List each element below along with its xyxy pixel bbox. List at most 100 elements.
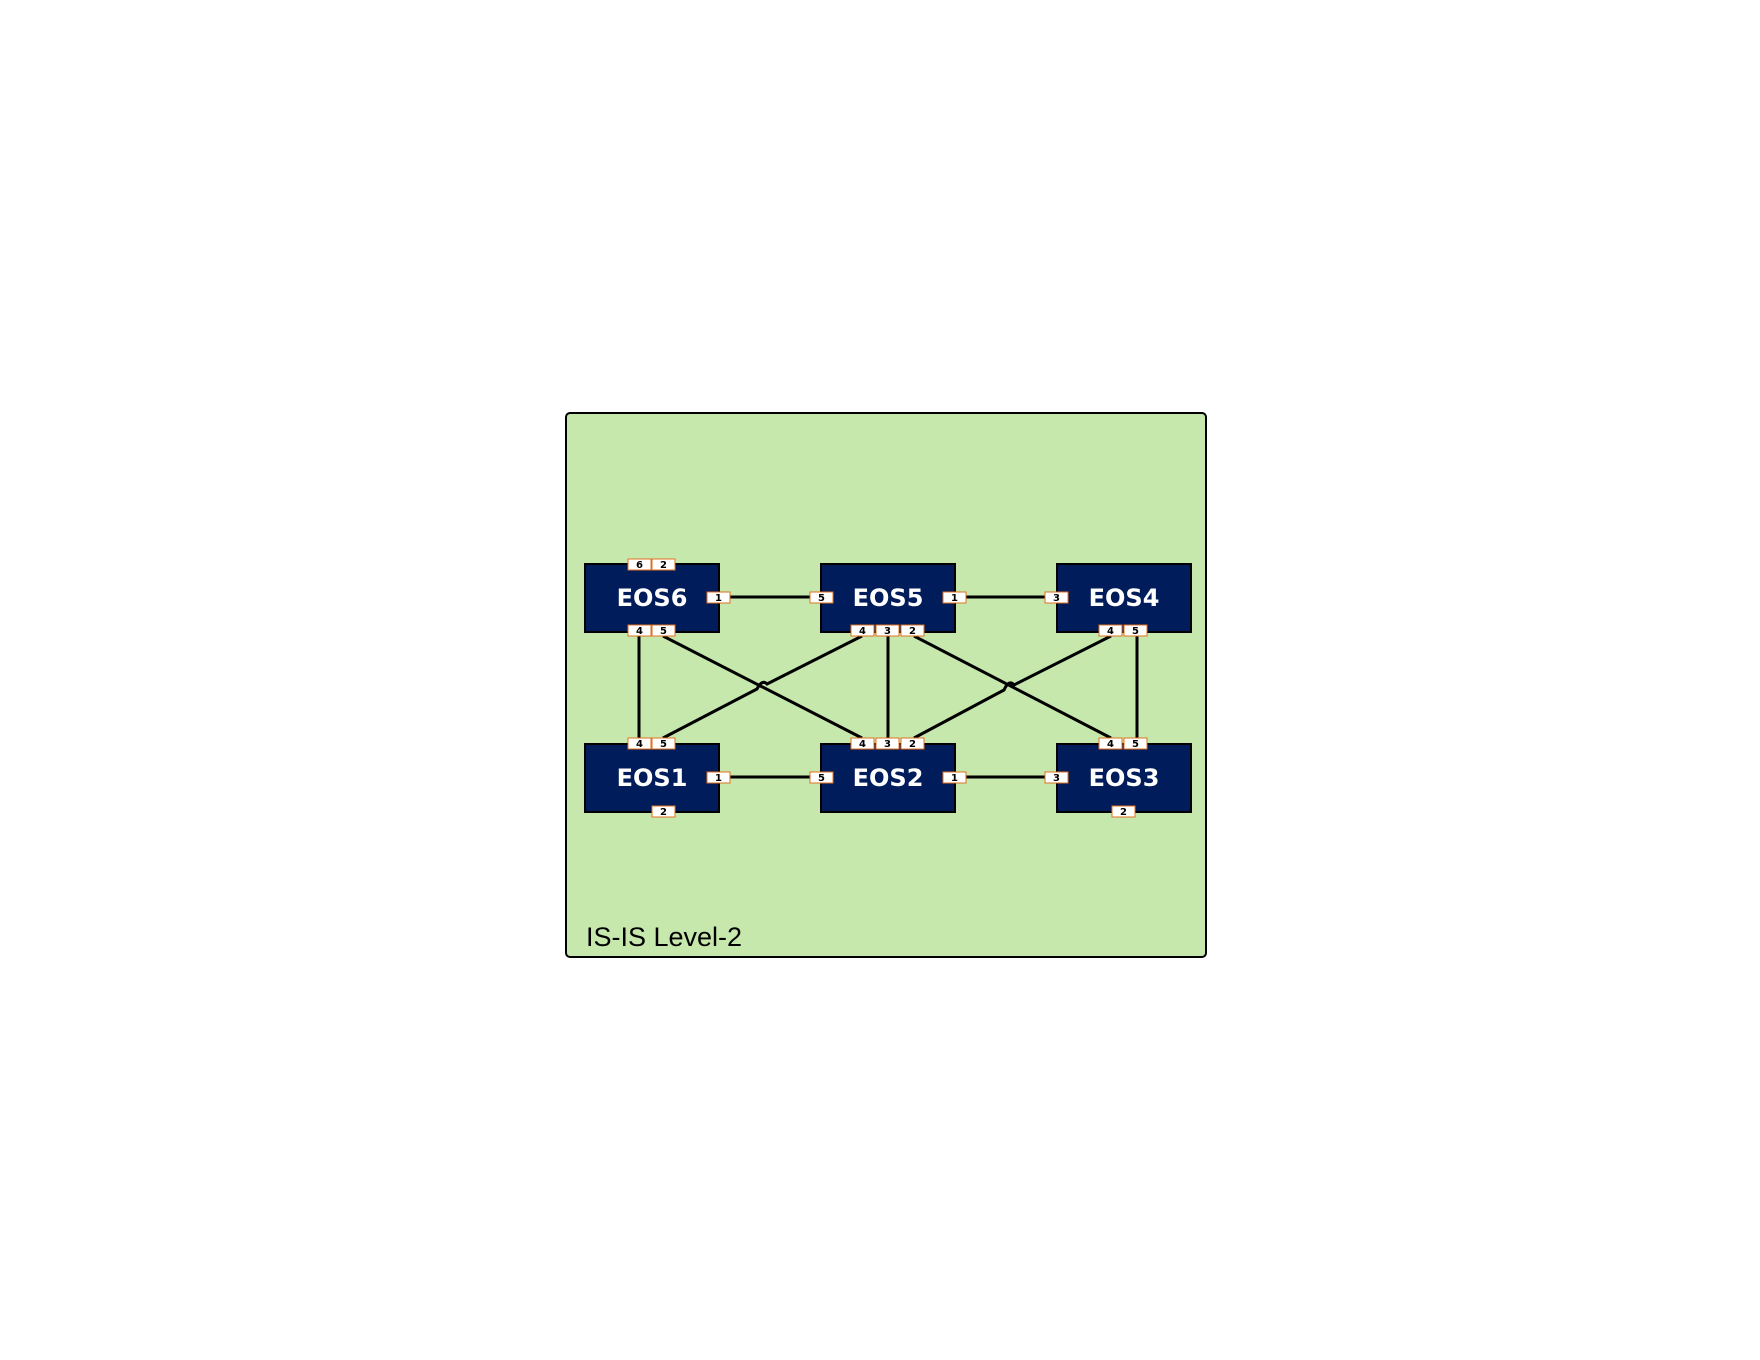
port-eos3-2-label: 2 xyxy=(1120,807,1127,818)
port-eos4-4-label: 4 xyxy=(1107,626,1114,637)
port-eos6-4-label: 4 xyxy=(636,626,643,637)
port-eos5-3-label: 3 xyxy=(884,626,891,637)
node-eos6-label: EOS6 xyxy=(617,584,688,612)
port-eos1-5: 5 xyxy=(651,737,676,750)
node-eos5[interactable]: EOS5 xyxy=(820,563,956,633)
port-eos4-4: 4 xyxy=(1098,624,1123,637)
node-eos4-label: EOS4 xyxy=(1089,584,1160,612)
port-eos1-2: 2 xyxy=(651,805,676,818)
port-eos5-3-box xyxy=(875,624,900,637)
port-eos4-5-box xyxy=(1123,624,1148,637)
port-eos6-4: 4 xyxy=(627,624,652,637)
port-eos5-4-box xyxy=(850,624,875,637)
port-eos2-4-label: 4 xyxy=(859,739,866,750)
port-eos6-6-box xyxy=(627,558,652,571)
port-eos2-3-label: 3 xyxy=(884,739,891,750)
port-eos2-3-box xyxy=(875,737,900,750)
port-eos3-4: 4 xyxy=(1098,737,1123,750)
port-eos1-4-label: 4 xyxy=(636,739,643,750)
port-eos1-1: 1 xyxy=(706,771,731,784)
port-eos6-2: 2 xyxy=(651,558,676,571)
port-eos2-5-box xyxy=(809,771,834,784)
port-eos3-4-box xyxy=(1098,737,1123,750)
node-eos1[interactable]: EOS1 xyxy=(584,743,720,813)
port-eos5-3: 3 xyxy=(875,624,900,637)
port-eos4-5: 5 xyxy=(1123,624,1148,637)
area-label: IS-IS Level-2 xyxy=(586,922,742,952)
port-eos2-4: 4 xyxy=(850,737,875,750)
port-eos1-2-label: 2 xyxy=(660,807,667,818)
port-eos6-5: 5 xyxy=(651,624,676,637)
port-eos2-1-label: 1 xyxy=(951,773,958,784)
port-eos4-3-label: 3 xyxy=(1053,593,1060,604)
port-eos5-2: 2 xyxy=(900,624,925,637)
port-eos1-5-box xyxy=(651,737,676,750)
port-eos2-5: 5 xyxy=(809,771,834,784)
port-eos1-4: 4 xyxy=(627,737,652,750)
port-eos3-2: 2 xyxy=(1111,805,1136,818)
port-eos3-3-box xyxy=(1044,771,1069,784)
port-eos5-2-box xyxy=(900,624,925,637)
port-eos5-5: 5 xyxy=(809,591,834,604)
port-eos4-3-box xyxy=(1044,591,1069,604)
node-eos5-box xyxy=(820,563,956,633)
port-eos1-1-box xyxy=(706,771,731,784)
port-eos3-5: 5 xyxy=(1123,737,1148,750)
port-eos4-4-box xyxy=(1098,624,1123,637)
isis-area-box xyxy=(565,412,1207,958)
node-eos3[interactable]: EOS3 xyxy=(1056,743,1192,813)
port-eos2-1-box xyxy=(942,771,967,784)
port-eos6-4-box xyxy=(627,624,652,637)
node-eos2[interactable]: EOS2 xyxy=(820,743,956,813)
node-eos2-box xyxy=(820,743,956,813)
link-eos4-eos2 xyxy=(913,634,1112,740)
node-eos3-label: EOS3 xyxy=(1089,764,1160,792)
link-eos6-eos2 xyxy=(662,634,863,740)
node-eos1-label: EOS1 xyxy=(617,764,688,792)
port-eos5-2-label: 2 xyxy=(909,626,916,637)
port-eos4-3: 3 xyxy=(1044,591,1069,604)
port-eos2-2-box xyxy=(900,737,925,750)
port-eos3-3-label: 3 xyxy=(1053,773,1060,784)
port-eos6-1-box xyxy=(706,591,731,604)
port-eos3-5-box xyxy=(1123,737,1148,750)
link-eos5-eos1 xyxy=(662,634,863,740)
ports: 6 2 1 4 5 5 1 4 xyxy=(627,558,1148,818)
node-eos4[interactable]: EOS4 xyxy=(1056,563,1192,633)
node-eos5-label: EOS5 xyxy=(853,584,924,612)
port-eos5-4-label: 4 xyxy=(859,626,866,637)
port-eos1-4-box xyxy=(627,737,652,750)
port-eos2-2: 2 xyxy=(900,737,925,750)
port-eos5-1-box xyxy=(942,591,967,604)
port-eos1-1-label: 1 xyxy=(715,773,722,784)
port-eos6-5-label: 5 xyxy=(660,626,667,637)
port-eos2-3: 3 xyxy=(875,737,900,750)
port-eos2-2-label: 2 xyxy=(909,739,916,750)
port-eos5-4: 4 xyxy=(850,624,875,637)
port-eos5-5-box xyxy=(809,591,834,604)
port-eos2-5-label: 5 xyxy=(818,773,825,784)
port-eos6-1-label: 1 xyxy=(715,593,722,604)
node-eos6[interactable]: EOS6 xyxy=(584,563,720,633)
links xyxy=(637,595,1139,779)
port-eos5-1: 1 xyxy=(942,591,967,604)
port-eos3-4-label: 4 xyxy=(1107,739,1114,750)
port-eos2-1: 1 xyxy=(942,771,967,784)
port-eos3-5-label: 5 xyxy=(1132,739,1139,750)
link-eos5-eos3 xyxy=(913,634,1112,740)
port-eos3-3: 3 xyxy=(1044,771,1069,784)
port-eos3-2-box xyxy=(1111,805,1136,818)
port-eos2-4-box xyxy=(850,737,875,750)
node-eos2-label: EOS2 xyxy=(853,764,924,792)
port-eos5-1-label: 1 xyxy=(951,593,958,604)
port-eos6-2-box xyxy=(651,558,676,571)
port-eos6-1: 1 xyxy=(706,591,731,604)
port-eos6-6: 6 xyxy=(627,558,652,571)
port-eos6-2-label: 2 xyxy=(660,560,667,571)
port-eos5-5-label: 5 xyxy=(818,593,825,604)
node-eos1-box xyxy=(584,743,720,813)
port-eos6-6-label: 6 xyxy=(636,560,643,571)
port-eos1-5-label: 5 xyxy=(660,739,667,750)
port-eos6-5-box xyxy=(651,624,676,637)
